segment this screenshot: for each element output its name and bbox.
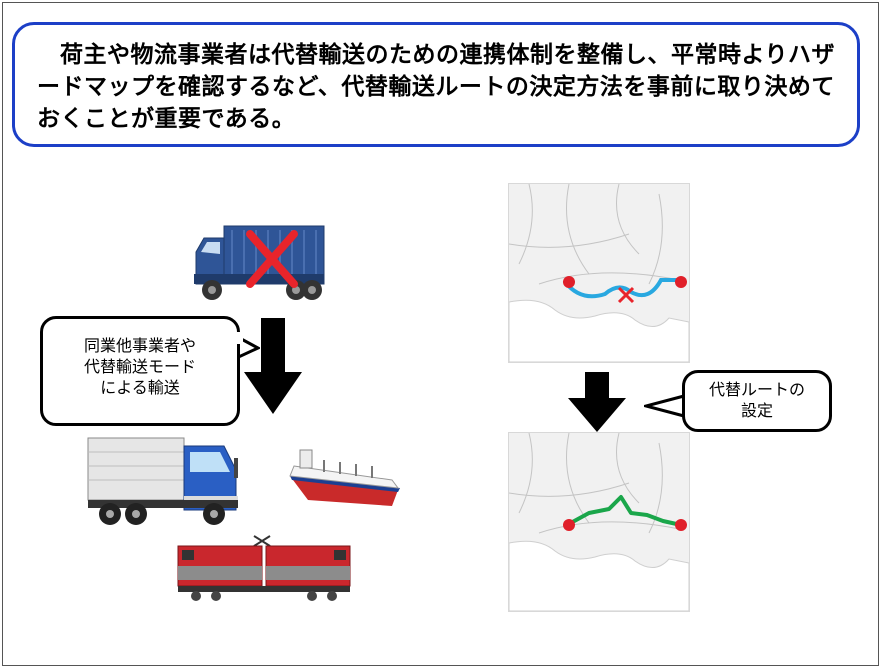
headline-box: 荷主や物流事業者は代替輸送のための連携体制を整備し、平常時よりハザードマップを確…: [12, 22, 860, 147]
alternative-transport-bubble: 同業他事業者や 代替輸送モード による輸送: [40, 316, 240, 426]
down-arrow-icon: [568, 372, 626, 432]
bubble-line-3: による輸送: [100, 378, 180, 397]
train-icon: [177, 535, 351, 601]
bubble-line-2: 設定: [740, 401, 773, 420]
ship-icon: [289, 449, 400, 506]
map-icon: [508, 183, 690, 363]
alternative-route-bubble: 代替ルートの 設定: [682, 370, 832, 432]
bubble-line-2: 代替輸送モード: [83, 357, 196, 376]
headline-text: 荷主や物流事業者は代替輸送のための連携体制を整備し、平常時よりハザードマップを確…: [37, 42, 836, 132]
large-truck-icon: [87, 437, 238, 525]
down-arrow-icon: [244, 318, 302, 414]
blocked-route-map: [508, 183, 690, 363]
bubble-tail: [644, 394, 685, 418]
bubble-tail-cover: [237, 332, 243, 344]
cross-icon: [246, 230, 298, 288]
bubble-line-1: 代替ルートの: [708, 380, 805, 399]
alternative-route-map: [508, 432, 690, 612]
map-icon: [508, 432, 690, 612]
bubble-line-1: 同業他事業者や: [83, 336, 196, 355]
